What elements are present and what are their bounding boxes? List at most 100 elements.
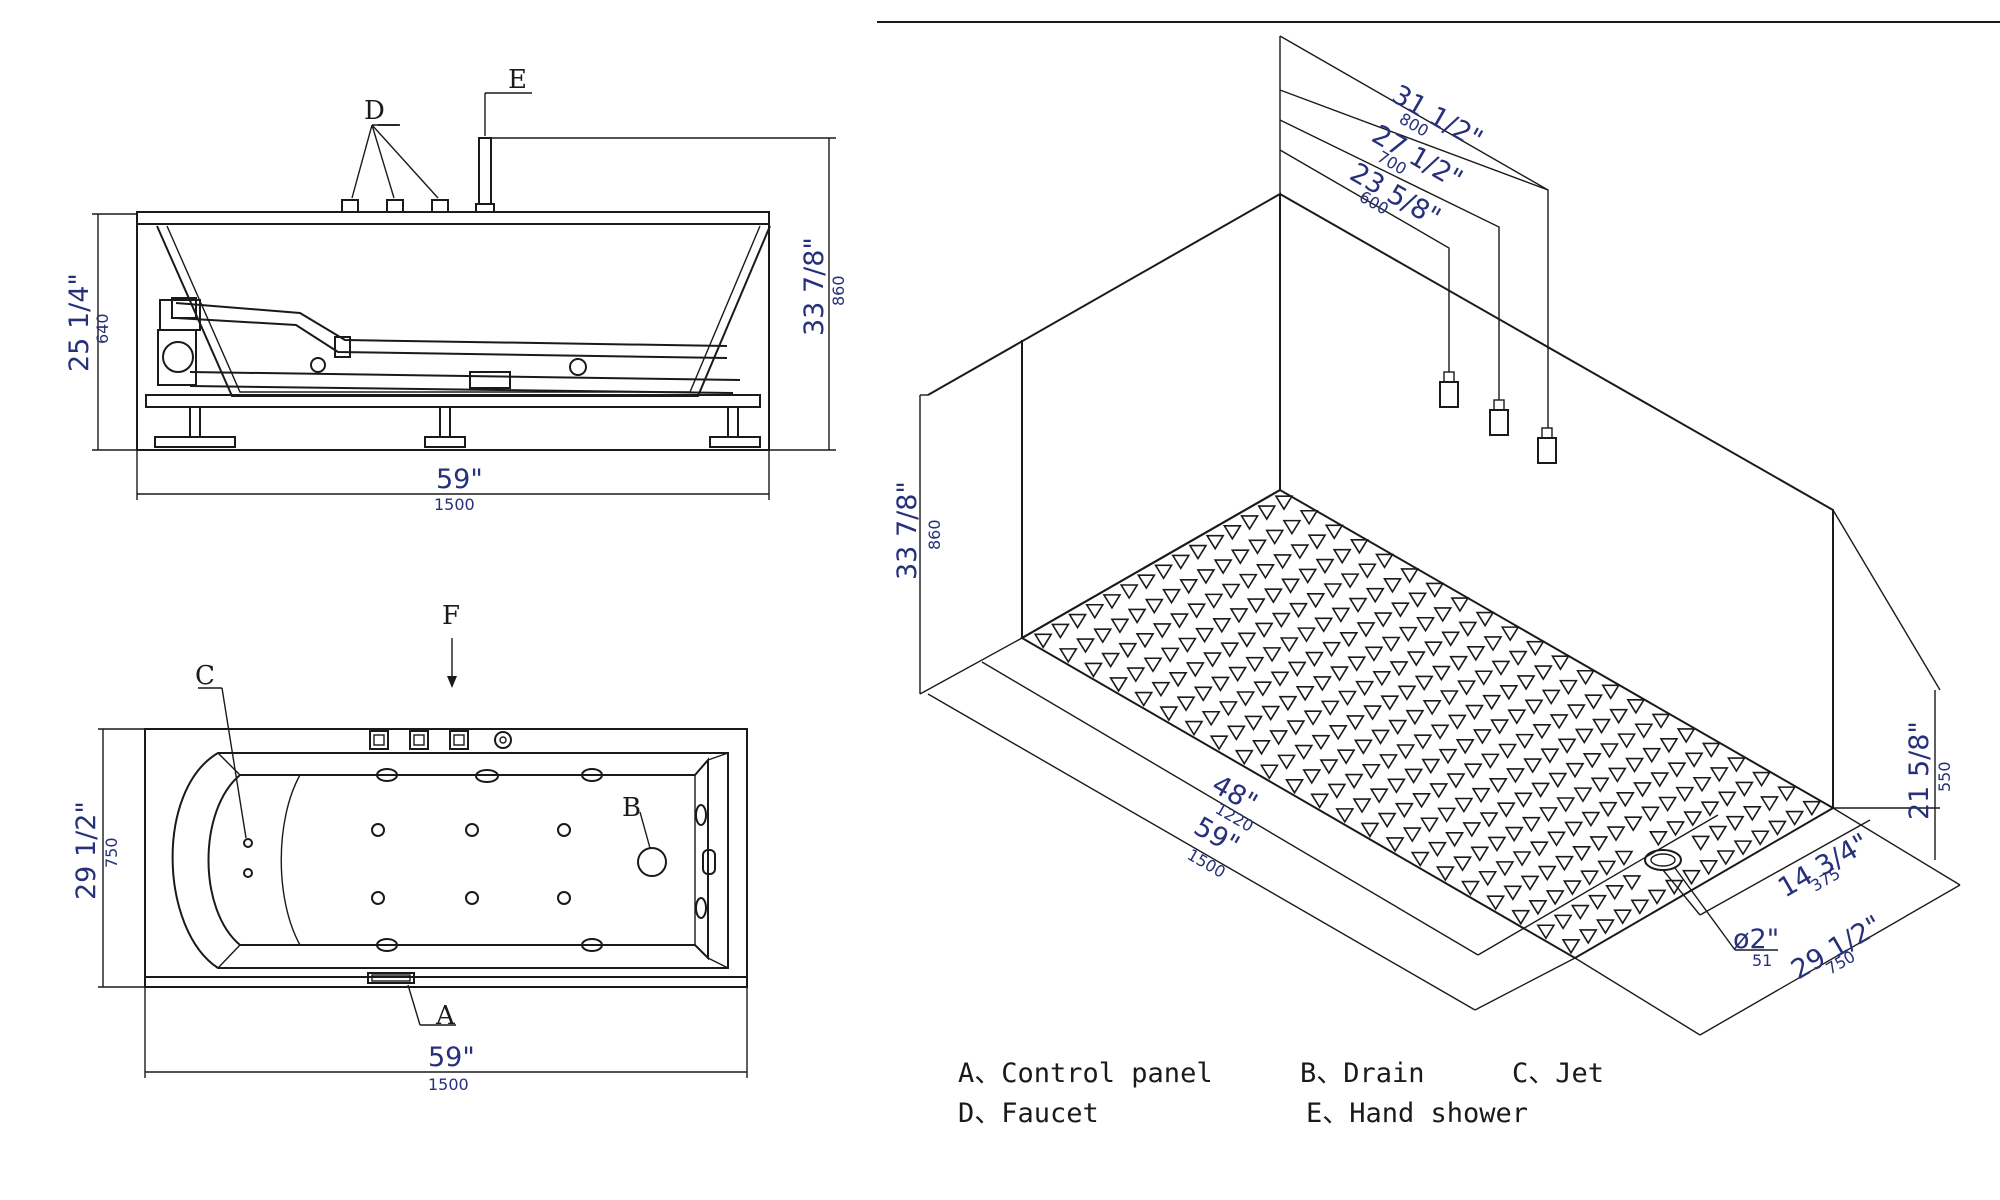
pattern-triangle [1488,777,1508,794]
pattern-triangle [1209,735,1229,751]
top-width-in: 29 1/2" [71,801,102,900]
pattern-triangle [1463,763,1483,779]
pattern-triangle [1562,880,1582,896]
pattern-triangle [1136,574,1156,590]
pattern-triangle [1630,899,1650,915]
pattern-triangle [1360,822,1380,838]
pattern-triangle [1450,597,1470,613]
pattern-triangle [1252,740,1271,756]
pattern-triangle [1572,846,1592,862]
pattern-triangle [1506,768,1525,784]
pattern-triangle [1230,549,1250,565]
pattern-triangle [1623,816,1643,832]
pattern-triangle [1512,851,1532,867]
pattern-triangle [1277,754,1297,770]
pattern-triangle [1465,704,1484,721]
pattern-triangle [1701,742,1721,759]
pattern-triangle [1101,652,1121,669]
pattern-triangle [1580,870,1599,886]
pattern-triangle [1184,720,1204,737]
pattern-triangle [1541,689,1561,706]
pattern-triangle [1134,691,1154,708]
pattern-triangle [1093,628,1113,644]
pattern-triangle [1246,598,1266,614]
pattern-triangle [1076,638,1095,654]
pattern-triangle [1455,739,1475,755]
pattern-triangle [1606,826,1626,842]
pattern-triangle [1068,613,1087,630]
pattern-triangle [1302,769,1322,785]
pattern-triangle [1294,744,1314,761]
pattern-triangle [1220,642,1240,658]
pattern-triangle [1474,670,1494,686]
pattern-triangle [1716,850,1736,866]
pattern-triangle [1126,667,1146,683]
pattern-triangle [1500,626,1520,642]
front-total-height-mm: 860 [829,275,848,306]
pattern-triangle [1461,880,1480,897]
pattern-triangle [1533,665,1553,681]
pattern-triangle [1256,563,1275,580]
pattern-triangle [1458,621,1478,637]
pattern-triangle [1589,836,1609,852]
pattern-triangle [1262,647,1282,663]
pattern-triangle [1177,637,1197,654]
pattern-triangle [1508,650,1528,667]
pattern-triangle [1495,861,1515,877]
pattern-triangle [1709,767,1729,783]
pattern-triangle [1483,636,1503,652]
control-panel [367,972,415,984]
pattern-triangle [1355,680,1375,697]
pattern-triangle [1581,811,1601,828]
pattern-triangle [1777,786,1797,802]
pattern-triangle [1102,594,1122,610]
pattern-triangle [1659,737,1679,754]
pattern-triangle [1425,582,1445,599]
pattern-triangle [1315,558,1335,575]
pattern-triangle [1058,648,1078,664]
pattern-triangle [1598,801,1618,818]
pattern-triangle [1480,753,1500,769]
pattern-triangle [1152,623,1172,639]
pattern-triangle [1658,796,1678,813]
label-f: F [442,601,460,631]
pattern-triangle [1515,733,1535,750]
label-d: D [364,96,385,126]
pattern-triangle [1050,623,1070,639]
pattern-triangle [1537,865,1557,882]
pattern-triangle [1691,835,1711,851]
pattern-triangle [1381,636,1401,653]
pattern-triangle [1306,593,1326,609]
pattern-triangle [1335,808,1355,824]
pattern-triangle [1259,764,1279,780]
iso-faucets [1439,371,1557,464]
pattern-triangle [1470,846,1490,862]
pattern-triangle [1405,709,1425,726]
pattern-triangle [1699,860,1719,876]
pattern-triangle [1303,710,1323,726]
pattern-triangle [1344,773,1364,790]
pattern-triangle [1084,662,1103,678]
pattern-triangle [1248,539,1267,555]
pattern-triangle [1626,699,1646,715]
pattern-triangle [1314,617,1334,633]
iso-side-in: 21 5/8" [1904,721,1935,820]
pattern-triangle [1222,525,1242,541]
pattern-triangle [1365,587,1385,604]
legend-b: B、Drain [1300,1058,1425,1089]
pattern-triangle [1511,909,1531,926]
pattern-triangle [1539,807,1558,823]
pattern-triangle [1708,825,1728,842]
pattern-triangle [1297,627,1316,643]
pattern-triangle [1352,798,1372,814]
pattern-triangle [1127,608,1147,624]
iso-drain-in: ø2" [1733,924,1779,955]
pattern-triangle [1666,821,1685,837]
pattern-triangle [1607,767,1627,783]
pattern-triangle [1361,763,1381,780]
pattern-triangle [1212,617,1232,634]
legend-a: A、Control panel [958,1058,1213,1089]
pattern-triangle [1565,762,1585,779]
pattern-triangle [1304,651,1324,668]
pattern-triangle [1298,568,1318,584]
